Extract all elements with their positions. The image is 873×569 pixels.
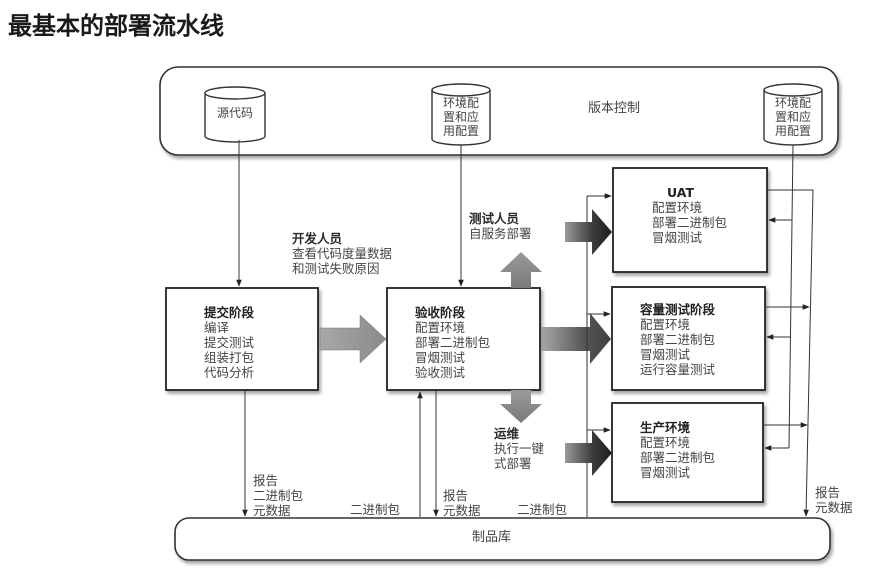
env-config-cylinder-1: [431, 83, 491, 146]
actor-title: 测试人员: [469, 211, 520, 226]
capacity-stage: 容量测试阶段 配置环境 部署二进制包 冒烟测试 运行容量测试: [640, 302, 715, 377]
stage-step: 配置环境: [415, 320, 466, 335]
stage-step: 配置环境: [652, 200, 703, 215]
stage-step: 代码分析: [204, 365, 255, 380]
repo-label-line: 源代码: [216, 106, 253, 120]
stage-step: 部署二进制包: [640, 332, 716, 347]
actor-title: 运维: [494, 426, 520, 441]
stage-title: 生产环境: [640, 420, 691, 435]
actor-line: 和测试失败原因: [292, 261, 380, 276]
repo-label-line: 用配置: [442, 124, 479, 138]
stage-step: 提交测试: [204, 335, 255, 350]
stage-step: 冒烟测试: [652, 230, 703, 245]
stage-step: 冒烟测试: [640, 347, 691, 362]
flow-label-line: 二进制包: [253, 488, 304, 503]
flow-label-line: 报告: [253, 473, 279, 488]
uat-stage-box: [612, 167, 768, 273]
operations-note: 运维 执行一键 式部署: [494, 426, 544, 471]
stage-step: 冒烟测试: [640, 465, 691, 480]
stage-title: 容量测试阶段: [640, 302, 716, 317]
binary-in-label-1: 二进制包: [350, 502, 401, 517]
actor-line: 自服务部署: [469, 226, 532, 241]
uat-stage: UAT 配置环境 部署二进制包 冒烟测试: [652, 185, 727, 245]
artifact-repo-box: [174, 517, 831, 561]
stage-step: 部署二进制包: [640, 450, 716, 465]
stage-step: 冒烟测试: [415, 350, 466, 365]
production-stage: 生产环境 配置环境 部署二进制包 冒烟测试: [640, 420, 715, 480]
acceptance-stage: 验收阶段 配置环境 部署二进制包 冒烟测试 验收测试: [415, 305, 490, 380]
actor-line: 式部署: [494, 456, 532, 471]
stage-step: 部署二进制包: [415, 335, 491, 350]
commit-stage-box: [165, 287, 319, 391]
right-output-label: 报告 元数据: [815, 485, 853, 515]
actor-line: 查看代码度量数据: [292, 246, 393, 261]
stage-title: 验收阶段: [415, 305, 466, 320]
stage-step: 验收测试: [415, 365, 466, 380]
version-control-label: 版本控制: [588, 101, 641, 116]
stage-step: 配置环境: [640, 435, 691, 450]
repo-label-line: 置和应: [442, 110, 479, 124]
flow-label-line: 元数据: [253, 503, 291, 518]
binary-in-label-2: 二进制包: [517, 502, 568, 517]
acceptance-up-big-arrow: [500, 252, 542, 288]
env-config-repo-2: 环境配 置和应 用配置: [764, 96, 822, 138]
version-control-box: [159, 66, 839, 156]
production-stage-box: [611, 402, 764, 503]
stage-step: 组装打包: [204, 350, 255, 365]
commit-to-acceptance-big-arrow: [319, 314, 387, 364]
capacity-stage-box: [611, 286, 766, 391]
commit-output-label: 报告 二进制包 元数据: [253, 473, 303, 518]
artifact-repo-label: 制品库: [472, 530, 512, 545]
flow-label-line: 报告: [815, 485, 841, 500]
repo-label-line: 环境配: [774, 96, 811, 110]
source-code-cylinder: [204, 86, 266, 143]
actor-line: 执行一键: [494, 441, 545, 456]
env-config-cylinder-2: [763, 83, 823, 146]
repo-label-line: 环境配: [442, 96, 479, 110]
stage-step: 部署二进制包: [652, 215, 728, 230]
stage-step: 运行容量测试: [640, 362, 716, 377]
ops-to-production-big-arrow: [565, 430, 612, 476]
developers-note: 开发人员 查看代码度量数据 和测试失败原因: [292, 231, 392, 276]
flow-label-line: 元数据: [815, 500, 853, 515]
acceptance-stage-box: [386, 287, 541, 391]
acceptance-down-big-arrow: [500, 390, 542, 423]
source-code-repo: 源代码: [206, 106, 264, 120]
actor-title: 开发人员: [292, 231, 343, 246]
acceptance-to-capacity-big-arrow: [541, 313, 611, 364]
env-config-repo-1: 环境配 置和应 用配置: [432, 96, 490, 138]
testers-note: 测试人员 自服务部署: [469, 211, 532, 241]
testers-to-uat-big-arrow: [565, 209, 612, 255]
page-title: 最基本的部署流水线: [8, 12, 224, 40]
acceptance-output-label: 报告 元数据: [443, 488, 481, 518]
reports-to-repo-arrow: [767, 189, 814, 517]
stage-title: 提交阶段: [204, 305, 255, 320]
flow-label-line: 报告: [443, 488, 469, 503]
flow-label-line: 元数据: [443, 503, 481, 518]
stage-title: UAT: [667, 185, 694, 200]
commit-stage: 提交阶段 编译 提交测试 组装打包 代码分析: [204, 305, 254, 380]
stage-step: 编译: [204, 320, 230, 335]
repo-label-line: 置和应: [774, 110, 811, 124]
stage-step: 配置环境: [640, 317, 691, 332]
repo-label-line: 用配置: [774, 124, 811, 138]
